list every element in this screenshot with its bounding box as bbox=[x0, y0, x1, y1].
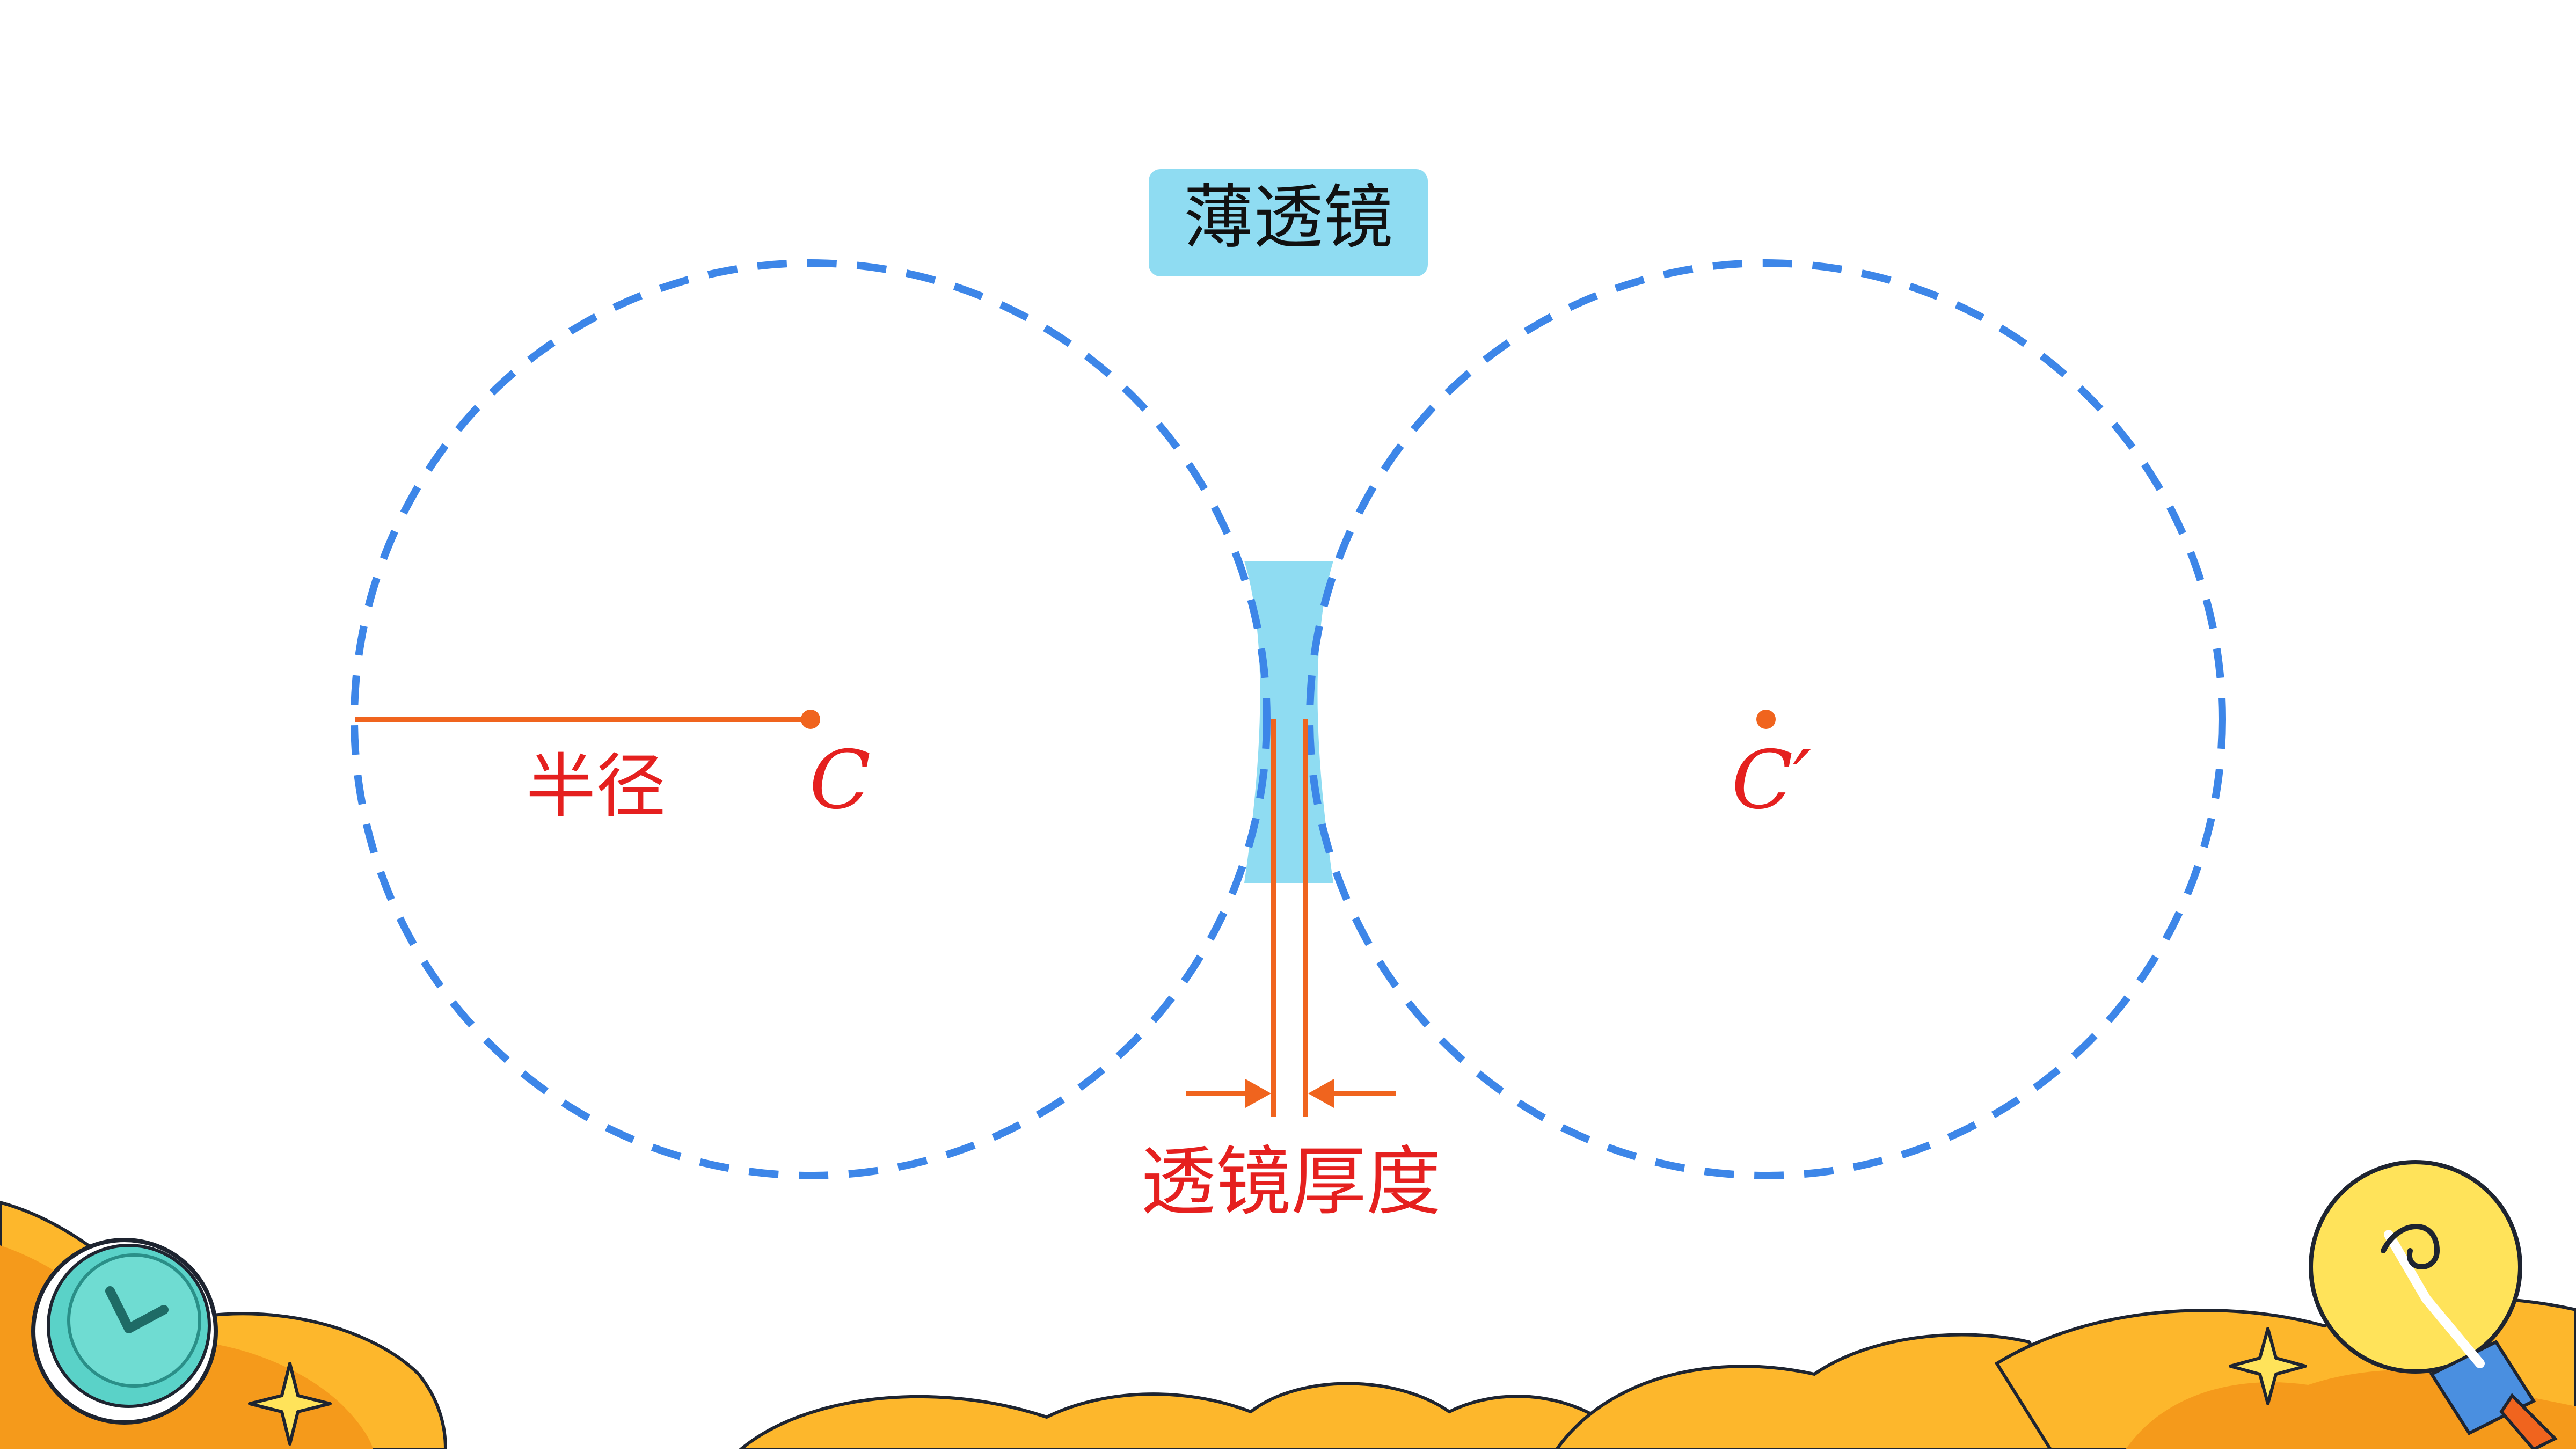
center-label-right: C′ bbox=[1732, 734, 1812, 827]
radius-label: 半径 bbox=[526, 746, 666, 827]
lightbulb-icon bbox=[2309, 1160, 2558, 1451]
sparkle-icon bbox=[248, 1362, 332, 1446]
diagram-title: 薄透镜 bbox=[1184, 177, 1393, 258]
wave-middle-1 bbox=[736, 1382, 1641, 1451]
clock-icon bbox=[31, 1238, 218, 1425]
bottom-decoration bbox=[0, 1200, 2576, 1451]
thin-lens-shape bbox=[1244, 561, 1333, 883]
title-badge bbox=[1149, 169, 1428, 276]
wave-middle-2 bbox=[1553, 1333, 2097, 1451]
thickness-arrow-left bbox=[1186, 1079, 1271, 1108]
center-label-left: C bbox=[809, 734, 871, 827]
thickness-arrow-right bbox=[1308, 1079, 1396, 1108]
center-point-right bbox=[1756, 710, 1776, 729]
right-sphere-circle bbox=[1306, 259, 2226, 1179]
sparkle-icon bbox=[2229, 1327, 2307, 1405]
center-point-left bbox=[801, 710, 820, 729]
thickness-label: 透镜厚度 bbox=[1141, 1139, 1441, 1226]
left-sphere-circle bbox=[351, 259, 1271, 1179]
